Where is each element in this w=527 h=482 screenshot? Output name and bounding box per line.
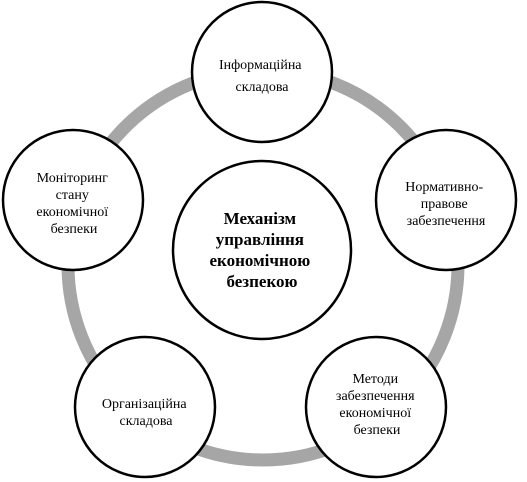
- node-monitoring-line-4: безпеки: [51, 222, 98, 237]
- node-regulatory: Нормативно- правове забезпечення: [374, 128, 518, 272]
- center-line-1: Механізм: [224, 209, 297, 228]
- node-information: Інформаційна складова: [190, 0, 334, 144]
- node-methods-line-2: забезпечення: [336, 389, 415, 404]
- node-regulatory-line-3: забезпечення: [407, 214, 486, 229]
- node-regulatory-label: Нормативно- правове забезпечення: [405, 180, 486, 229]
- center-node-label: Механізм управління економічною безпекою: [209, 209, 314, 291]
- center-line-4: безпекою: [226, 272, 297, 291]
- node-organizational-label: Організаційна складова: [102, 397, 190, 429]
- node-monitoring-label: Моніторинг стану економічної безпеки: [36, 171, 111, 237]
- node-monitoring-line-2: стану: [56, 188, 89, 203]
- node-information-line-1: Інформаційна: [219, 58, 302, 73]
- node-methods-line-4: безпеки: [354, 423, 401, 438]
- node-organizational-circle: [73, 335, 217, 479]
- node-information-label: Інформаційна складова: [219, 58, 305, 95]
- node-regulatory-line-1: Нормативно-: [405, 180, 483, 195]
- node-information-circle: [190, 0, 334, 144]
- node-organizational: Організаційна складова: [73, 335, 217, 479]
- node-methods-label: Методи забезпечення економічної безпеки: [336, 372, 418, 438]
- node-methods-circle: [304, 335, 448, 479]
- node-information-line-2: складова: [236, 80, 290, 95]
- node-organizational-line-1: Організаційна: [102, 397, 188, 412]
- node-monitoring-line-3: економічної: [36, 205, 108, 220]
- node-monitoring-line-1: Моніторинг: [37, 171, 108, 186]
- node-methods-line-1: Методи: [352, 372, 398, 387]
- center-line-2: управління: [216, 230, 304, 249]
- center-node-circle: [171, 159, 353, 341]
- node-monitoring: Моніторинг стану економічної безпеки: [1, 128, 145, 272]
- node-methods: Методи забезпечення економічної безпеки: [304, 335, 448, 479]
- node-organizational-line-2: складова: [120, 414, 174, 429]
- center-node: Механізм управління економічною безпекою: [171, 159, 353, 341]
- center-line-3: економічною: [209, 251, 310, 270]
- node-monitoring-circle: [1, 128, 145, 272]
- node-methods-line-3: економічної: [339, 406, 411, 421]
- node-regulatory-circle: [374, 128, 518, 272]
- node-regulatory-line-2: правове: [421, 197, 468, 212]
